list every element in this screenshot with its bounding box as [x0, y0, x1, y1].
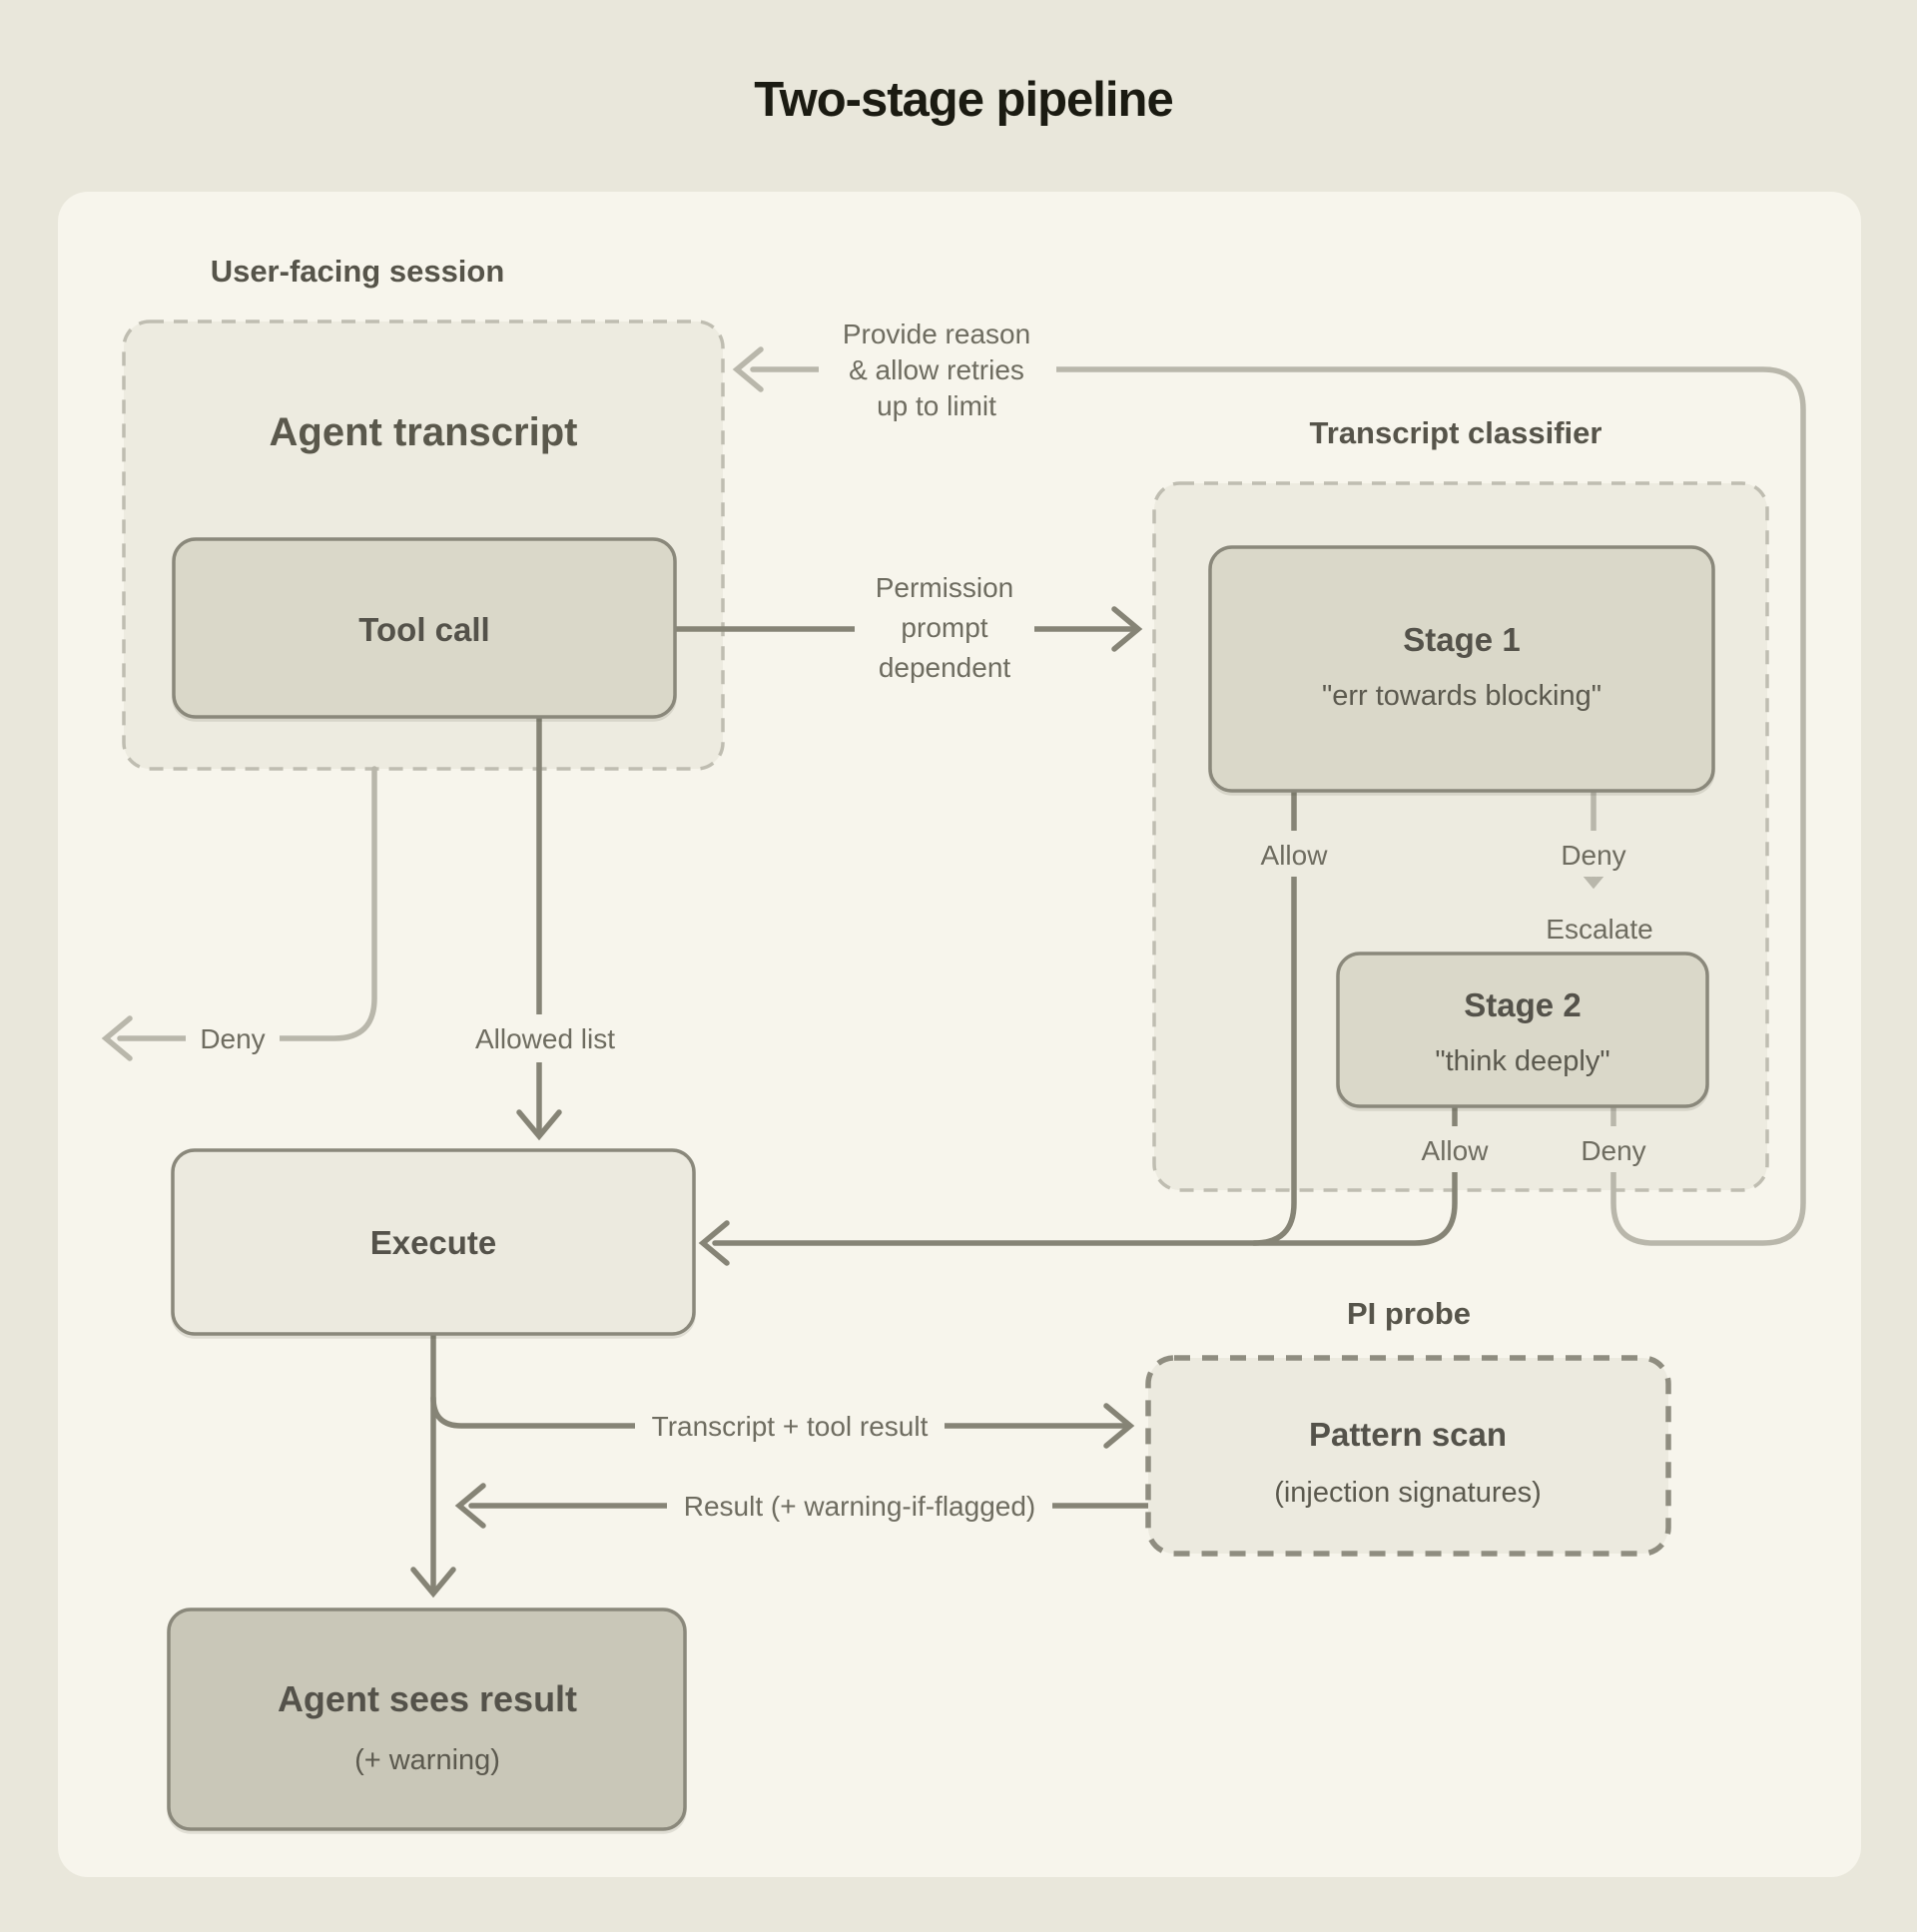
- edge-provide-reason-line: [750, 366, 1806, 1246]
- edge-session-deny-line: [117, 766, 377, 1041]
- pi-probe-group-label: PI probe: [1347, 1296, 1471, 1331]
- agent-result-title: Agent sees result: [278, 1678, 577, 1719]
- permission-arrowhead-icon: [1111, 606, 1143, 652]
- stage1-allow-label: Allow: [1261, 840, 1329, 871]
- agent-result-subtitle: (+ warning): [354, 1744, 500, 1776]
- provide-reason-label-bg: [819, 318, 1056, 425]
- stage1-deny-label: Deny: [1561, 840, 1625, 871]
- tool-call-node: [172, 537, 677, 719]
- provide-reason-label-line3: up to limit: [877, 390, 996, 421]
- transcript-result-label-bg: [635, 1402, 945, 1450]
- stage2-deny-label: Deny: [1581, 1135, 1645, 1166]
- stage2-subtitle: "think deeply": [1435, 1045, 1609, 1077]
- pattern-scan-title: Pattern scan: [1309, 1416, 1507, 1453]
- stage1-title: Stage 1: [1403, 621, 1520, 658]
- stage1-deny-label-bg: [1548, 831, 1639, 877]
- edge-transcript-result-line: [430, 1395, 1129, 1429]
- execute-entry-arrowhead-icon: [698, 1220, 730, 1266]
- execute-label: Execute: [370, 1224, 497, 1261]
- stage1-subtitle: "err towards blocking": [1322, 680, 1601, 712]
- allowed-list-arrowhead-icon: [516, 1109, 562, 1141]
- session-deny-arrowhead-icon: [101, 1015, 133, 1061]
- permission-label-line3: dependent: [879, 652, 1011, 683]
- result-warning-arrowhead-icon: [454, 1483, 486, 1529]
- session-deny-label-bg: [186, 1014, 280, 1062]
- provide-reason-label-line2: & allow retries: [849, 354, 1024, 385]
- stage2-allow-label-bg: [1407, 1126, 1503, 1172]
- transcript-result-label: Transcript + tool result: [652, 1411, 929, 1442]
- permission-label-line2: prompt: [901, 612, 987, 643]
- tool-call-label: Tool call: [358, 611, 489, 648]
- allowed-list-label-bg: [461, 1014, 629, 1062]
- stage2-deny-label-bg: [1568, 1126, 1659, 1172]
- provide-reason-label-line1: Provide reason: [843, 319, 1030, 349]
- result-warning-label-bg: [667, 1482, 1052, 1530]
- permission-label-line1: Permission: [876, 572, 1013, 603]
- allowed-list-label: Allowed list: [475, 1023, 615, 1054]
- edge-stage2-allow-line: [712, 1103, 1458, 1246]
- escalate-label: Escalate: [1546, 914, 1652, 945]
- agent-result-node: [167, 1608, 687, 1831]
- permission-label-bg: [855, 565, 1034, 693]
- pattern-scan-arrowhead-icon: [1103, 1403, 1135, 1449]
- pattern-scan-node: [1145, 1355, 1671, 1557]
- provide-reason-arrowhead-icon: [732, 346, 764, 392]
- stage2-allow-label: Allow: [1422, 1135, 1490, 1166]
- stage2-title: Stage 2: [1464, 986, 1581, 1023]
- session-deny-label: Deny: [200, 1023, 265, 1054]
- stage1-node: [1208, 545, 1715, 793]
- classifier-group-label: Transcript classifier: [1310, 415, 1602, 450]
- result-warning-label: Result (+ warning-if-flagged): [684, 1491, 1036, 1522]
- execute-node: [171, 1148, 696, 1336]
- agent-result-arrowhead-icon: [410, 1567, 456, 1599]
- stage1-allow-label-bg: [1246, 831, 1342, 877]
- stage2-node: [1336, 952, 1709, 1108]
- page-title: Two-stage pipeline: [754, 73, 1172, 127]
- pattern-scan-subtitle: (injection signatures): [1274, 1477, 1542, 1509]
- agent-transcript-heading: Agent transcript: [270, 410, 578, 454]
- session-group-label: User-facing session: [211, 254, 505, 289]
